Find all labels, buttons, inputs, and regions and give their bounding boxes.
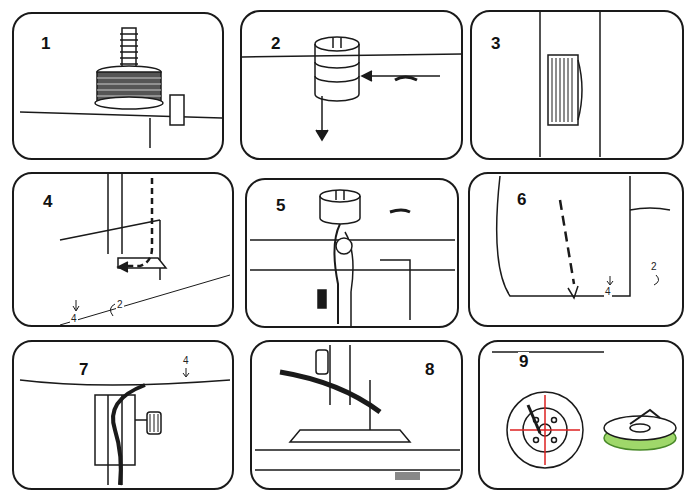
callout-number: 2 xyxy=(116,300,124,310)
step-number: 5 xyxy=(275,196,286,215)
callout-number: 4 xyxy=(70,314,78,324)
step-panel: 1 xyxy=(12,12,224,160)
step-number: 1 xyxy=(40,34,51,53)
callout-number: 4 xyxy=(182,356,190,366)
callout-number: 2 xyxy=(650,262,658,272)
step-number: 9 xyxy=(518,352,529,371)
step-panel: 5 xyxy=(245,178,459,328)
step-panel: 9 xyxy=(478,340,684,490)
step-panel: 8 xyxy=(250,340,463,490)
step-number: 4 xyxy=(42,192,53,211)
step-number: 7 xyxy=(78,360,89,379)
step-panel: 3 xyxy=(470,10,684,160)
step-number: 3 xyxy=(490,34,501,53)
step-panel: 7 xyxy=(12,340,234,490)
step-number: 2 xyxy=(270,34,281,53)
step-panel: 2 xyxy=(240,10,463,160)
step-panel: 6 xyxy=(468,172,684,327)
step-number: 8 xyxy=(424,360,435,379)
callout-number: 4 xyxy=(604,287,612,297)
step-number: 6 xyxy=(516,190,527,209)
